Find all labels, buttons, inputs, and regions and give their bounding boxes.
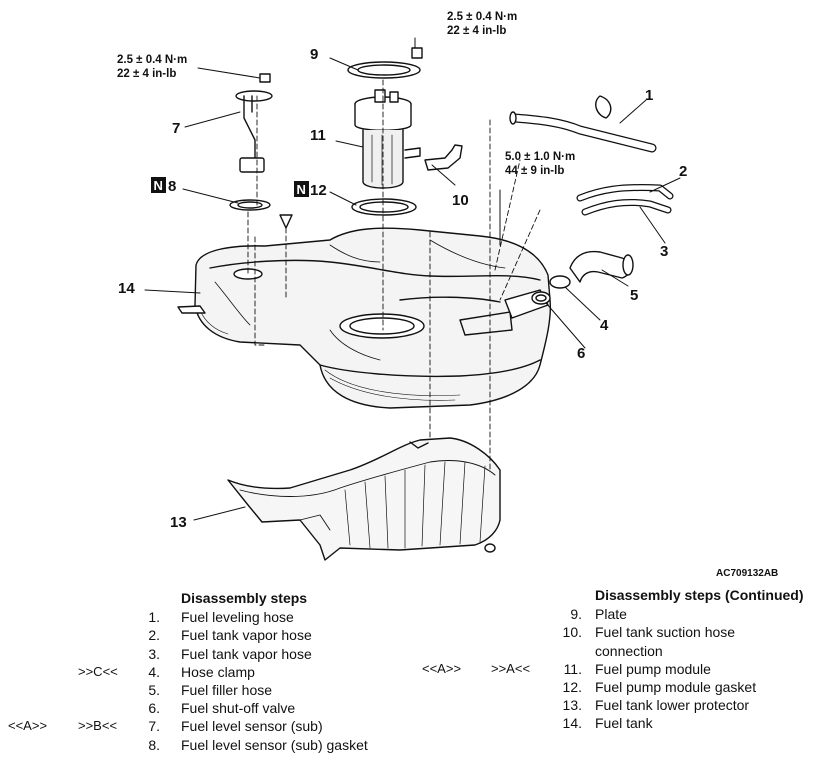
step-number: 1. (148, 609, 160, 626)
step-label: Fuel tank suction hose (595, 624, 736, 641)
callout-7: 7 (172, 120, 180, 137)
torque-tank-line2: 44 ± 9 in-lb (505, 165, 564, 177)
fuel-leveling-hose (509, 95, 657, 153)
step-number: 12. (562, 678, 582, 695)
n-badge-8 (151, 177, 166, 193)
callout-2: 2 (679, 163, 687, 180)
step-row: 1. Fuel leveling hose (0, 608, 420, 626)
step-row: 14. Fuel tank (420, 714, 831, 732)
callout-4: 4 (600, 317, 609, 334)
step-row: 12. Fuel pump module gasket (420, 678, 831, 696)
exploded-view-diagram: 2.5 ± 0.4 N·m 22 ± 4 in-lb 2.5 ± 0.4 N·m… (117, 11, 687, 561)
step-row: 2. Fuel tank vapor hose (0, 626, 420, 644)
callout-6: 6 (577, 345, 585, 362)
step-number: 11. (563, 660, 582, 677)
step-number: 10. (562, 624, 582, 641)
step-number: 6. (148, 700, 160, 717)
step-number: 8. (148, 736, 160, 753)
step-row: 6. Fuel shut-off valve (0, 699, 420, 717)
step-label: Fuel pump module (595, 660, 711, 677)
step-row: 3. Fuel tank vapor hose (0, 645, 420, 663)
fuel-tank-suction-hose-connection (424, 144, 463, 171)
callout-11: 11 (310, 127, 326, 144)
step-label: Fuel tank (595, 715, 653, 732)
callout-1: 1 (645, 87, 653, 104)
step-tag-left: <<A>> (422, 660, 462, 676)
step-label: Fuel tank vapor hose (181, 627, 312, 644)
fuel-level-sensor-sub (229, 73, 293, 229)
step-number: 7. (148, 718, 160, 735)
fuel-pump-module (347, 47, 423, 216)
hose-clamp (549, 275, 571, 289)
step-label: Hose clamp (181, 663, 255, 680)
callout-9: 9 (310, 46, 318, 63)
callout-13: 13 (170, 514, 187, 531)
torque-plate-line2: 22 ± 4 in-lb (447, 25, 506, 37)
step-number: 5. (148, 681, 160, 698)
step-number: 14. (562, 715, 582, 732)
steps-left-title: Disassembly steps (181, 590, 308, 606)
step-label: Fuel shut-off valve (181, 700, 296, 717)
step-tag-left: <<A>> (8, 718, 48, 734)
torque-plate-line1: 2.5 ± 0.4 N·m (447, 11, 517, 23)
step-number: 2. (148, 627, 160, 644)
fuel-filler-hose (569, 250, 634, 283)
callout-8: 8 (168, 178, 176, 195)
step-label: Fuel tank lower protector (595, 697, 750, 714)
step-tag-right: >>C<< (78, 663, 118, 679)
fuel-tank-vapor-hose (576, 184, 674, 216)
callout-14: 14 (118, 280, 135, 297)
step-tag-right: >>B<< (78, 718, 118, 734)
torque-sensor-line2: 22 ± 4 in-lb (117, 68, 176, 80)
callout-10: 10 (452, 192, 469, 209)
fuel-tank-lower-protector (227, 437, 501, 561)
step-row: <<A>> >>A<< 11. Fuel pump module (420, 660, 831, 678)
fuel-shut-off-valve (531, 291, 551, 305)
steps-right-title: Disassembly steps (Continued) (595, 587, 804, 603)
step-label: Fuel leveling hose (181, 609, 294, 626)
step-number: 9. (570, 606, 582, 623)
step-number: 3. (148, 645, 160, 662)
step-row: 9. Plate (420, 605, 831, 623)
step-label: Fuel level sensor (sub) (181, 718, 323, 735)
step-number: 4. (148, 663, 160, 680)
callout-3: 3 (660, 243, 668, 260)
step-tag-right: >>A<< (491, 660, 531, 676)
torque-tank-line1: 5.0 ± 1.0 N·m (505, 151, 575, 163)
step-label-continued: connection (595, 642, 663, 659)
step-number: 13. (562, 697, 582, 714)
callout-5: 5 (630, 287, 638, 304)
step-label: Fuel filler hose (181, 681, 273, 698)
step-label: Fuel tank vapor hose (181, 645, 312, 662)
step-row: 13. Fuel tank lower protector (420, 696, 831, 714)
n-badge-12-letter: N (297, 182, 306, 197)
step-row: 5. Fuel filler hose (0, 681, 420, 699)
step-row: >>C<< 4. Hose clamp (0, 663, 420, 681)
callout-12: 12 (310, 182, 327, 199)
step-row: <<A>> >>B<< 7. Fuel level sensor (sub) (0, 717, 420, 735)
fuel-tank (177, 227, 552, 409)
step-row: 8. Fuel level sensor (sub) gasket (0, 736, 420, 754)
n-badge-8-letter: N (154, 178, 163, 193)
step-label: Fuel pump module gasket (595, 678, 757, 695)
torque-sensor-line1: 2.5 ± 0.4 N·m (117, 54, 187, 66)
figure-id: AC709132AB (716, 568, 779, 579)
step-label: Plate (595, 606, 627, 623)
step-label: Fuel level sensor (sub) gasket (181, 736, 368, 753)
n-badge-12 (294, 181, 309, 197)
